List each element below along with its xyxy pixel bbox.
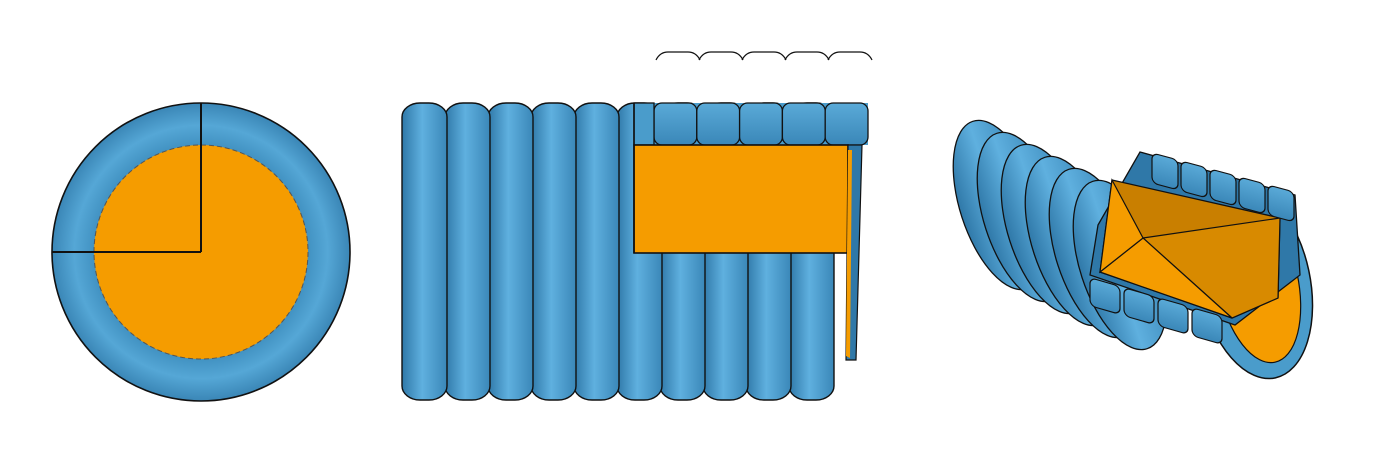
section-tab xyxy=(824,102,869,146)
side-section-view xyxy=(401,51,873,401)
iso-upper-tab xyxy=(1151,153,1179,190)
iso-upper-tab xyxy=(1238,177,1266,214)
isometric-cutaway-view xyxy=(952,119,1314,380)
core-section xyxy=(633,144,849,254)
iso-lower-tab xyxy=(1191,308,1223,344)
iso-upper-tab xyxy=(1209,169,1237,206)
ghost-tab-edge xyxy=(784,51,830,61)
ghost-tab-edge xyxy=(741,51,787,61)
coil-turn xyxy=(487,102,534,401)
coil-turn xyxy=(530,102,577,401)
end-view xyxy=(51,102,351,402)
section-tab xyxy=(653,102,698,146)
iso-upper-tab xyxy=(1180,161,1208,198)
slit-core xyxy=(846,150,852,358)
iso-lower-tab xyxy=(1123,288,1155,324)
coil-turn xyxy=(401,102,448,401)
iso-lower-tab xyxy=(1089,278,1121,314)
section-tab-left xyxy=(633,102,655,146)
coil-turn xyxy=(573,102,620,401)
iso-lower-tab xyxy=(1157,298,1189,334)
ghost-tab-edge xyxy=(655,51,701,61)
iso-upper-tab xyxy=(1267,185,1295,222)
section-tab xyxy=(696,102,741,146)
iso-core-left-wall xyxy=(1099,178,1144,274)
section-tab xyxy=(781,102,826,146)
ghost-tab-edge xyxy=(698,51,744,61)
coil-turn xyxy=(444,102,491,401)
section-tab xyxy=(738,102,784,146)
ghost-tab-edge xyxy=(827,51,873,61)
